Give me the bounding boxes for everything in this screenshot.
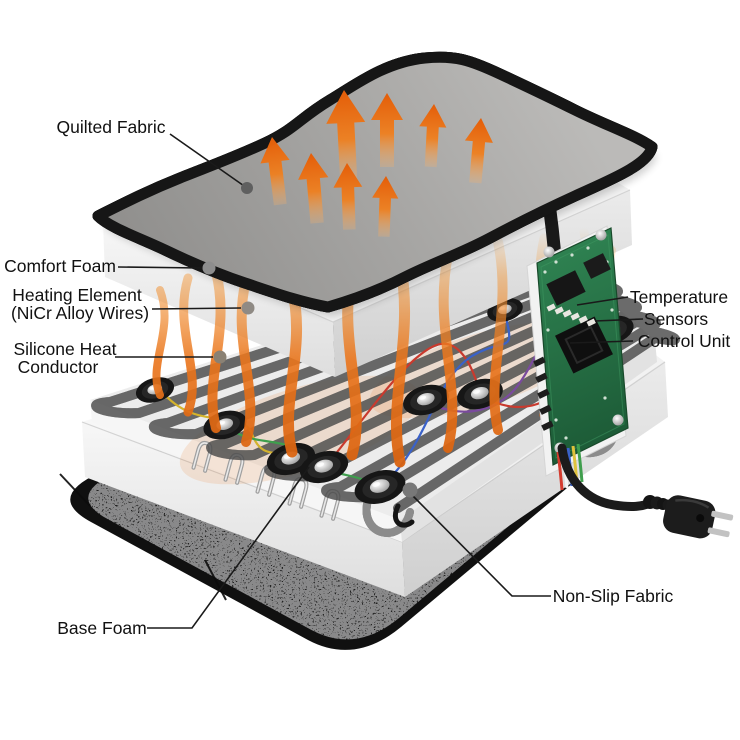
label-comfort-foam: Comfort Foam bbox=[4, 256, 116, 276]
label-heating-element-line2: (NiCr Alloy Wires) bbox=[11, 303, 149, 323]
pcb-mounting-pad bbox=[543, 246, 555, 258]
leader-control-unit bbox=[569, 340, 634, 344]
dot-quilted-fabric bbox=[241, 182, 253, 194]
label-base-foam: Base Foam bbox=[57, 618, 146, 638]
dot-comfort-foam bbox=[202, 261, 216, 275]
leader-temperature-sensors-1 bbox=[576, 296, 629, 306]
pcb-smd-row bbox=[546, 303, 596, 327]
pcb-mounting-pad bbox=[612, 414, 624, 426]
pcb-chip bbox=[583, 253, 611, 279]
labels: Quilted Fabric Comfort Foam Heating Elem… bbox=[4, 117, 730, 638]
leader-non-slip-fabric bbox=[410, 493, 551, 597]
label-control-unit: Control Unit bbox=[638, 331, 731, 351]
leader-comfort-foam bbox=[117, 266, 203, 269]
pcb-vias bbox=[543, 246, 614, 440]
label-quilted-fabric: Quilted Fabric bbox=[57, 117, 166, 137]
pcb-main-chip bbox=[555, 316, 613, 374]
mat-seam bbox=[59, 473, 91, 507]
dot-heating-element bbox=[241, 301, 255, 315]
dot-non-slip-fabric bbox=[402, 482, 418, 498]
label-silicone-heat-line1: Silicone Heat bbox=[13, 339, 116, 359]
leader-temperature-sensors-2 bbox=[594, 318, 644, 322]
pcb-chip bbox=[546, 270, 586, 306]
label-silicone-heat-line2: Conductor bbox=[18, 357, 99, 377]
dot-silicone-conductor bbox=[213, 350, 227, 364]
label-non-slip-fabric: Non-Slip Fabric bbox=[553, 586, 674, 606]
control-pcb bbox=[526, 225, 629, 491]
plug-prong bbox=[711, 510, 734, 521]
leader-base-foam bbox=[147, 466, 310, 629]
wire-clip bbox=[392, 503, 415, 528]
plug-prong bbox=[707, 527, 730, 538]
label-heating-element-line1: Heating Element bbox=[12, 285, 142, 305]
label-temperature-sensors-line1: Temperature bbox=[630, 287, 728, 307]
power-cord bbox=[557, 443, 734, 539]
leader-heating-element bbox=[151, 307, 242, 310]
leader-lines bbox=[115, 133, 644, 629]
leader-quilted-fabric bbox=[169, 133, 248, 189]
mat-seam bbox=[204, 559, 227, 601]
pcb-edge-components bbox=[533, 356, 554, 431]
pcb-mounting-pad bbox=[595, 229, 607, 241]
label-temperature-sensors-line2: Sensors bbox=[644, 309, 708, 329]
power-plug bbox=[663, 495, 734, 539]
